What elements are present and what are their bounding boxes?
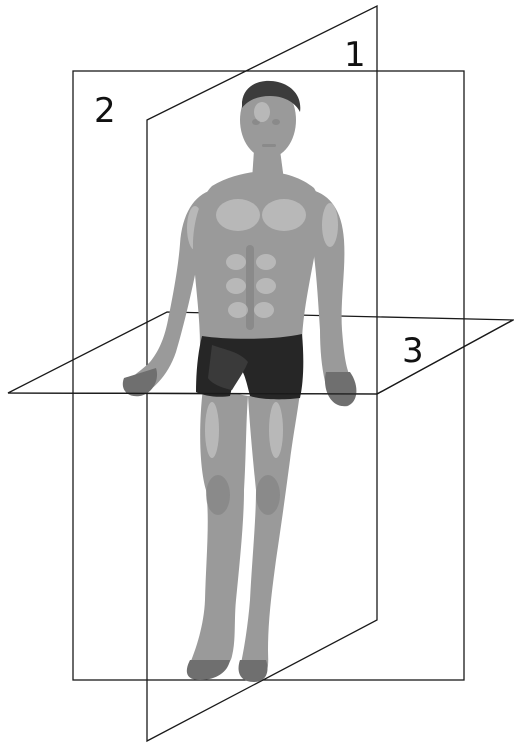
plane-1-frame	[146, 4, 378, 743]
human-figure	[122, 80, 357, 682]
legs	[186, 388, 300, 682]
plane-label-2: 2	[94, 91, 116, 131]
plane-label-1: 1	[344, 35, 366, 75]
arms	[122, 190, 357, 407]
torso	[192, 171, 320, 345]
plane-3-front-edge	[7, 392, 378, 395]
plane-3-right-edge	[376, 319, 514, 395]
head	[240, 80, 301, 180]
plane-2-frame	[72, 70, 465, 681]
plane-label-3: 3	[402, 331, 424, 371]
shorts	[196, 334, 304, 400]
planes-front	[7, 319, 514, 395]
